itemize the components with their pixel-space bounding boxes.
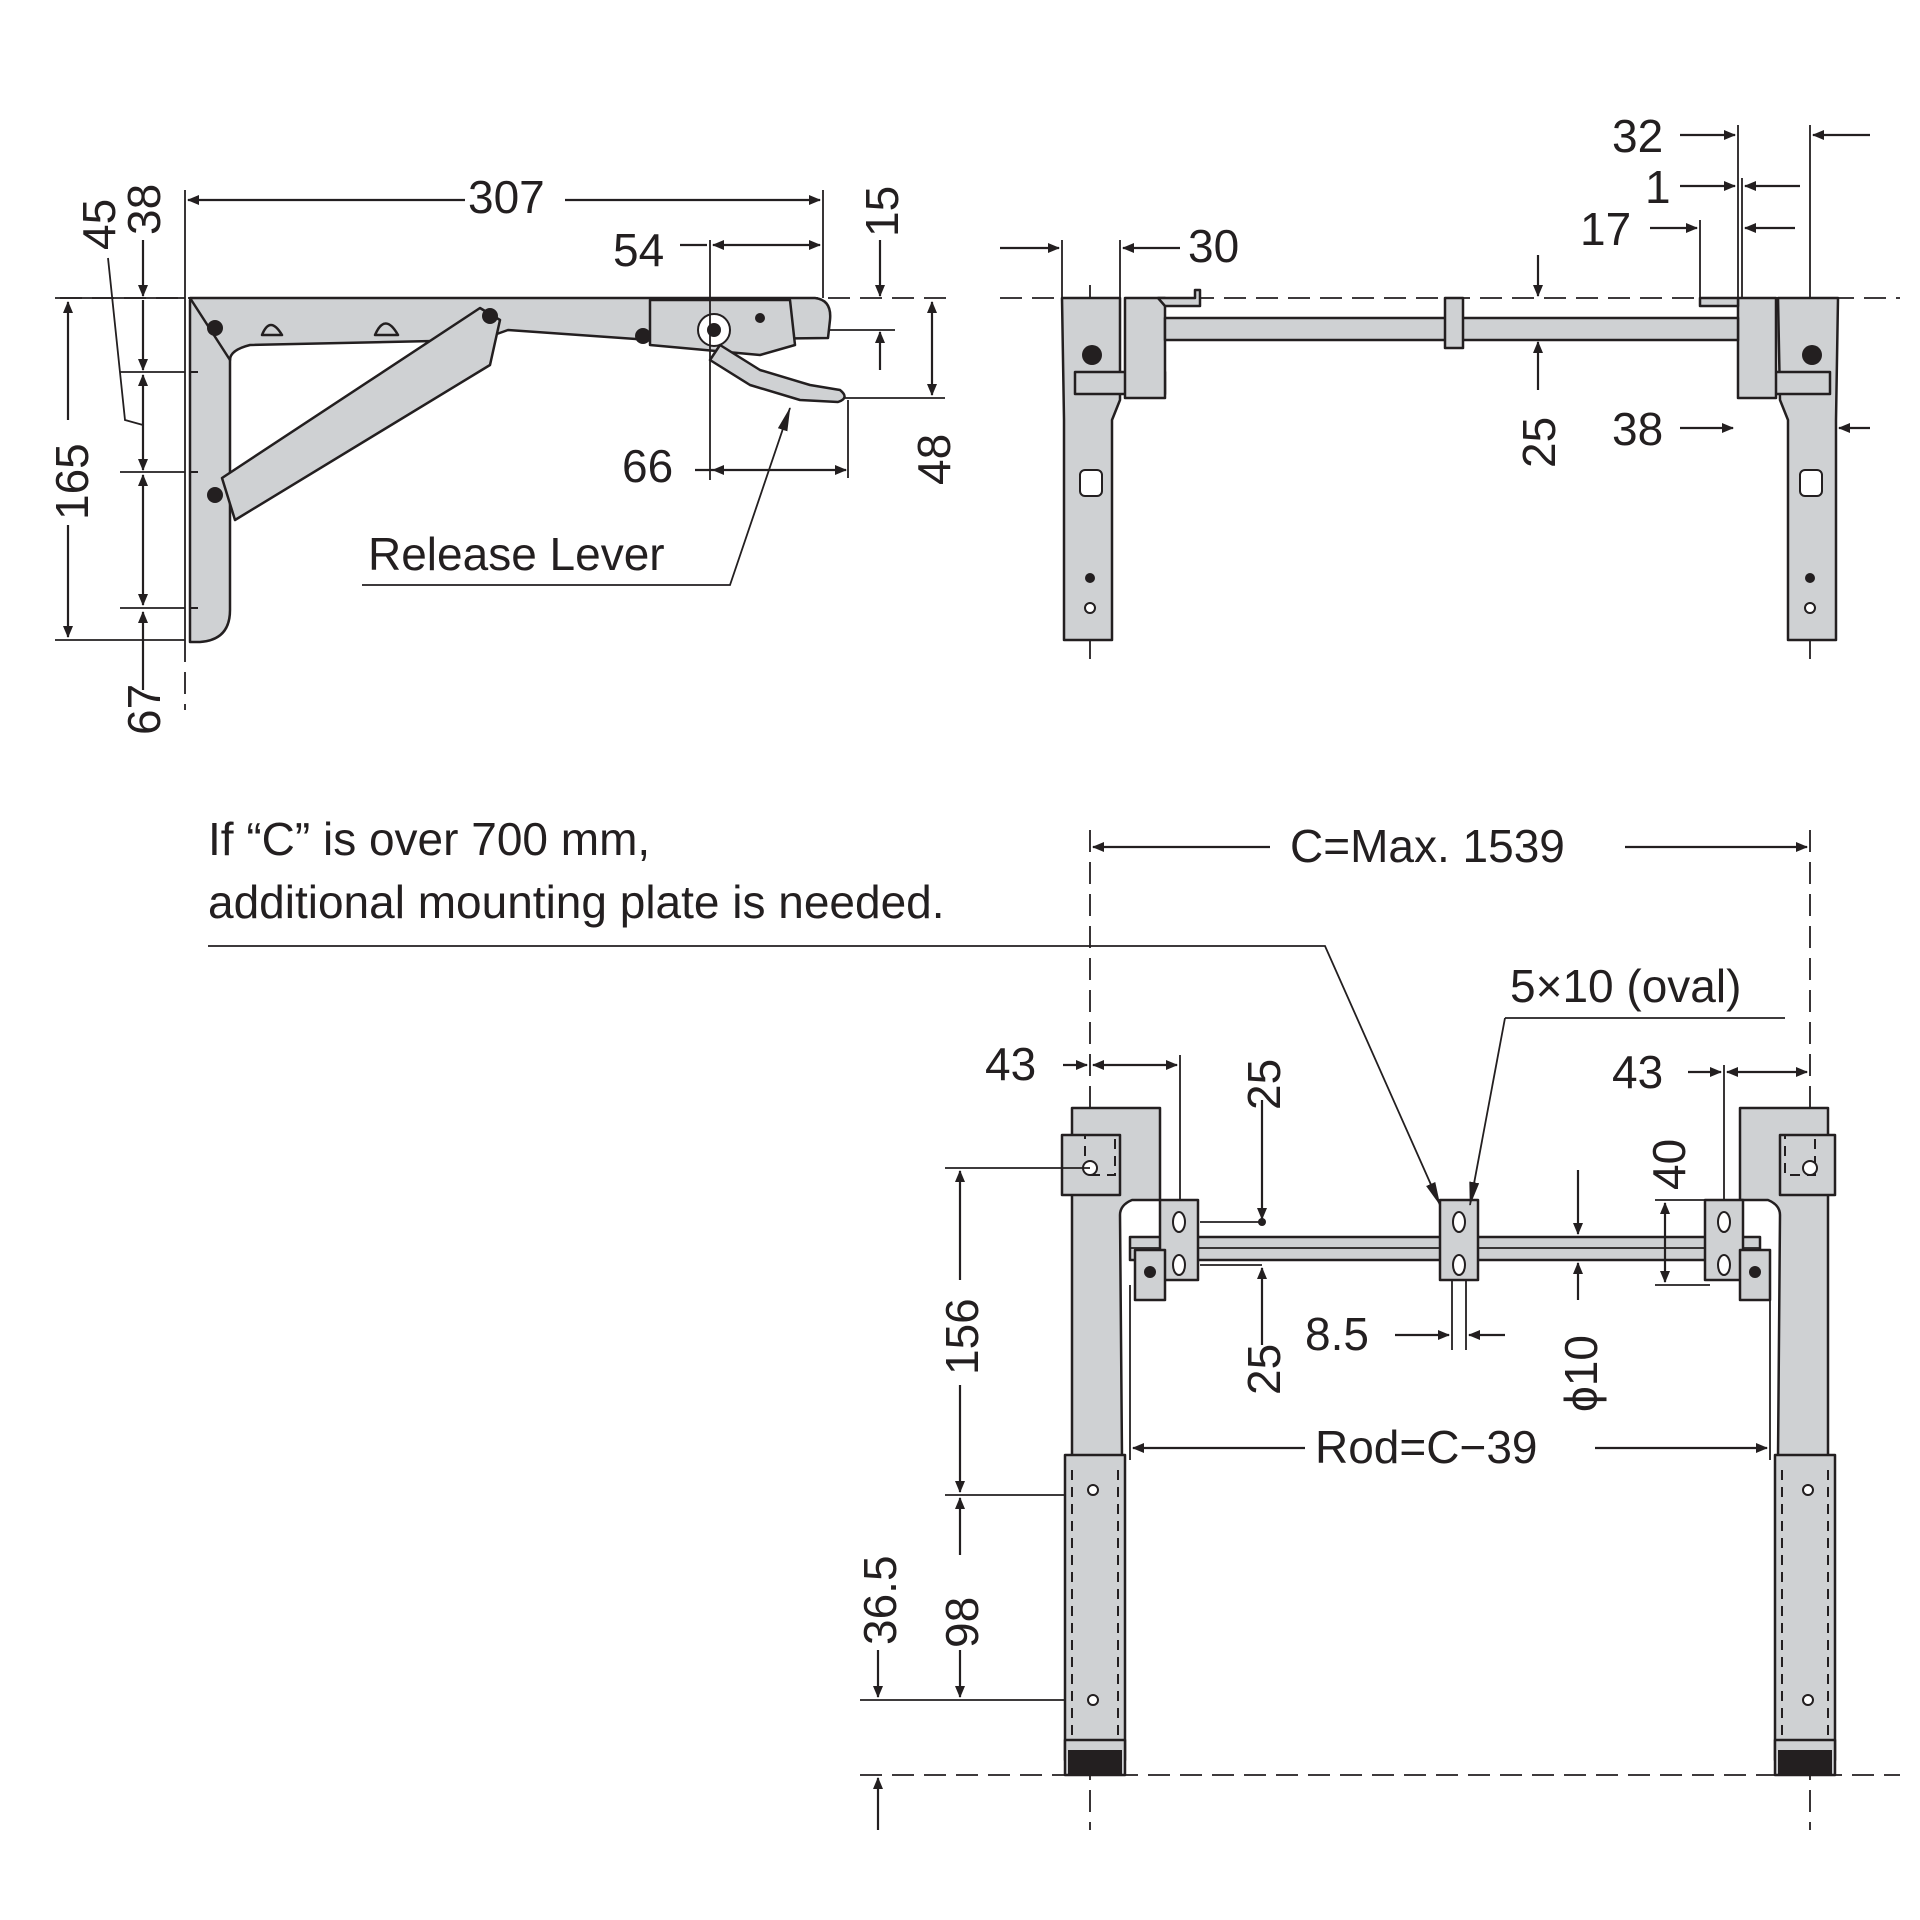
note-line-1: If “C” is over 700 mm, xyxy=(208,813,650,865)
dim-38: 38 xyxy=(118,184,170,235)
front-dim-1: 1 xyxy=(1645,161,1671,213)
release-lever xyxy=(708,343,846,404)
dim-43-right: 43 xyxy=(1612,1046,1663,1098)
dim-25-top: 25 xyxy=(1238,1059,1290,1110)
top-view: If “C” is over 700 mm, additional mounti… xyxy=(208,813,1900,1830)
front-dim-25: 25 xyxy=(1513,417,1565,468)
note-line-2: additional mounting plate is needed. xyxy=(208,876,945,928)
release-lever-label: Release Lever xyxy=(368,528,665,580)
dim-25-bottom: 25 xyxy=(1238,1344,1290,1395)
dim-phi10: ϕ10 xyxy=(1555,1335,1607,1412)
dim-54: 54 xyxy=(613,224,664,276)
dim-15: 15 xyxy=(856,186,908,237)
dim-45: 45 xyxy=(73,199,125,250)
dim-165: 165 xyxy=(46,443,98,520)
dim-rod: Rod=C−39 xyxy=(1315,1421,1538,1473)
front-dim-38: 38 xyxy=(1612,403,1663,455)
dim-43-left: 43 xyxy=(985,1038,1036,1090)
dim-307: 307 xyxy=(468,171,545,223)
front-dim-30: 30 xyxy=(1188,220,1239,272)
oval-hole-label: 5×10 (oval) xyxy=(1510,960,1741,1012)
side-view: 307 54 15 48 66 Release Lever 165 xyxy=(46,171,960,735)
dim-c-max: C=Max. 1539 xyxy=(1290,820,1565,872)
dim-8-5: 8.5 xyxy=(1305,1308,1369,1360)
dim-48: 48 xyxy=(908,434,960,485)
bracket-strut xyxy=(220,306,502,522)
front-dim-17: 17 xyxy=(1580,203,1631,255)
front-view: 30 25 32 1 17 38 xyxy=(1000,110,1900,665)
dim-98: 98 xyxy=(936,1597,988,1648)
dim-40: 40 xyxy=(1643,1139,1695,1190)
dim-66: 66 xyxy=(622,440,673,492)
dim-67: 67 xyxy=(118,684,170,735)
dim-36-5: 36.5 xyxy=(854,1555,906,1645)
dim-156: 156 xyxy=(936,1298,988,1375)
front-dim-32: 32 xyxy=(1612,110,1663,162)
